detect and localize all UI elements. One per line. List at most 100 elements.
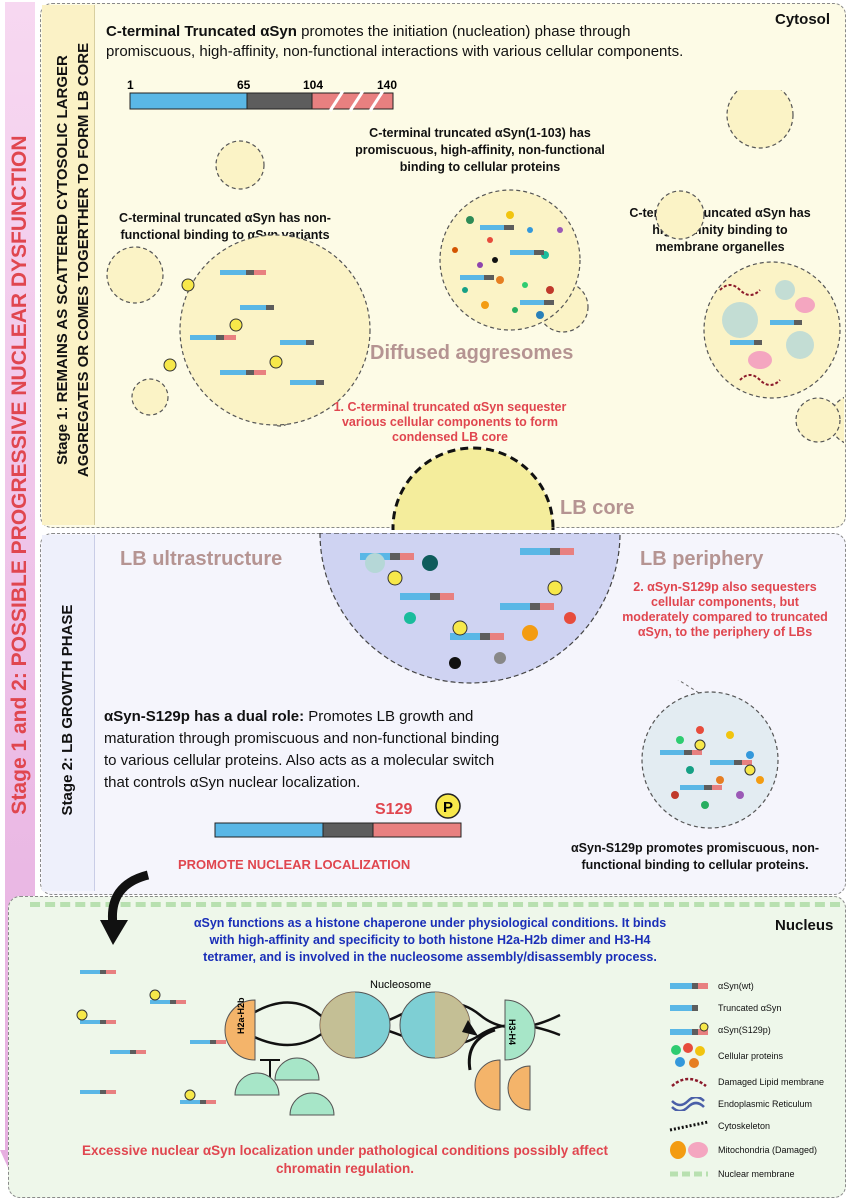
periphery-caption-l3: moderately compared to truncated	[622, 610, 828, 624]
legend-item-nuclear-membrane: Nuclear membrane	[668, 1163, 844, 1185]
lb-core-circle	[391, 446, 555, 530]
nucleus-intro-l2: with high-affinity and specificity to bo…	[209, 933, 651, 947]
s129p-bottom-caption: αSyn-S129p promotes promiscuous, non- fu…	[560, 840, 830, 874]
center-caption-l2: promiscuous, high-affinity, non-function…	[355, 143, 605, 157]
center-aggregate	[439, 189, 581, 331]
dual-role-line4: that controls αSyn nuclear localization.	[104, 774, 361, 791]
legend-item-phospho: αSyn(S129p)	[668, 1019, 844, 1041]
lb-periphery-label: LB periphery	[640, 548, 764, 570]
s129-label: S129	[375, 801, 412, 818]
domain-pos-104: 104	[303, 78, 323, 92]
sequester-caption: 1. C-terminal truncated αSyn sequester v…	[320, 400, 580, 445]
dual-role-text: αSyn-S129p has a dual role: Promotes LB …	[104, 706, 524, 794]
wildtype-asyn-icon	[670, 983, 708, 989]
s129p-molecules	[660, 739, 756, 790]
dual-role-rest: Promotes LB growth and	[304, 708, 474, 725]
right-aggregate	[703, 261, 841, 399]
cytosol-illustration	[106, 90, 844, 530]
domain-pos-140: 140	[377, 78, 397, 92]
sequester-caption-l3: condensed LB core	[392, 430, 508, 444]
stage1-intro: C-terminal Truncated αSyn promotes the i…	[106, 22, 766, 62]
periphery-caption-l4: αSyn, to the periphery of LBs	[637, 625, 813, 639]
protein-dots-icon	[671, 1043, 705, 1068]
right-caption-l3: membrane organelles	[655, 240, 785, 254]
phospho-icon	[435, 793, 461, 819]
domain-pos-65: 65	[237, 78, 251, 92]
legend-item-proteins: Cellular proteins	[668, 1041, 844, 1071]
lb-core-label: LB core	[560, 497, 635, 519]
small-aggregate-5	[131, 378, 169, 416]
small-aggregate-2	[726, 90, 794, 149]
legend-label-wildtype: αSyn(wt)	[718, 981, 754, 991]
nucleus-illustration: H2a-H2b H3-H4 Nucleosome	[76, 970, 561, 1116]
h3-h4-tetramer	[504, 999, 536, 1061]
stage1-intro-bold: C-terminal Truncated αSyn	[106, 23, 297, 40]
nucleus-bottom-caption-l1: Excessive nuclear αSyn localization unde…	[82, 1143, 608, 1158]
nucleus-bottom-caption: Excessive nuclear αSyn localization unde…	[45, 1142, 645, 1178]
legend-label-nuclear-membrane: Nuclear membrane	[718, 1169, 795, 1179]
legend-item-cytoskeleton: Cytoskeleton	[668, 1115, 844, 1137]
sequester-caption-l1: 1. C-terminal truncated αSyn sequester	[333, 400, 567, 414]
promote-label: PROMOTE NUCLEAR LOCALIZATION	[178, 857, 411, 872]
small-aggregate-1	[215, 140, 265, 190]
s129p-dots	[671, 726, 764, 809]
cytoskeleton-icon	[669, 1120, 709, 1132]
truncated-domain-bar: 1 65 104 140	[127, 78, 397, 112]
small-aggregate-3	[655, 190, 705, 240]
h3-h4-free-1	[234, 1072, 280, 1096]
h2a-h2b-dimer	[224, 999, 256, 1061]
truncated-asyn-icon	[670, 1005, 698, 1011]
left-caption-l1: C-terminal truncated αSyn has non-	[119, 211, 331, 225]
legend-label-truncated: Truncated αSyn	[718, 1003, 782, 1013]
legend-label-phospho: αSyn(S129p)	[718, 1025, 771, 1035]
legend-item-mitochondria: Mitochondria (Damaged)	[668, 1137, 844, 1163]
sequester-caption-l2: various cellular components to form	[341, 415, 558, 429]
legend-item-wildtype: αSyn(wt)	[668, 975, 844, 997]
s129p-aggregate-illustration	[641, 680, 779, 829]
nucleus-intro: αSyn functions as a histone chaperone un…	[130, 915, 730, 966]
nucleus-label: Nucleus	[775, 917, 834, 934]
s129p-bottom-caption-l1: αSyn-S129p promotes promiscuous, non-	[571, 841, 819, 855]
left-asyn-molecules	[163, 270, 324, 385]
side-label: Stage 1 and 2: POSSIBLE PROGRESSIVE NUCL…	[8, 135, 31, 815]
center-caption-l1: C-terminal truncated αSyn(1-103) has	[369, 126, 591, 140]
cytosol-label: Cytosol	[775, 11, 831, 28]
legend-item-truncated: Truncated αSyn	[668, 997, 844, 1019]
stage2-label-box	[42, 535, 95, 891]
legend-label-er: Endoplasmic Reticulum	[718, 1099, 813, 1109]
nucleosome-label: Nucleosome	[370, 979, 431, 991]
stage1-intro-rest: promotes the initiation (nucleation) pha…	[296, 23, 631, 40]
s129p-bottom-caption-l2: functional binding to cellular proteins.	[581, 858, 809, 872]
lb-ultrastructure-label: LB ultrastructure	[120, 548, 283, 570]
legend-label-lipid: Damaged Lipid membrane	[718, 1077, 825, 1087]
nucleus-intro-l3: tetramer, and is involved in the nucleos…	[203, 950, 657, 964]
h3-h4-free-3	[289, 1092, 335, 1116]
phospho-asyn-icon	[670, 1022, 709, 1035]
h2a-h2b-free-2	[507, 1065, 531, 1111]
center-truncated-asyn	[460, 225, 554, 305]
s129-domain-bar: P S129	[214, 793, 462, 838]
right-aggregate-organelles	[719, 280, 815, 386]
lipid-membrane-icon	[671, 1077, 707, 1088]
stage1-intro-line2: promiscuous, high-affinity, non-function…	[106, 43, 684, 60]
periphery-caption-l2: cellular components, but	[651, 595, 799, 609]
center-caption-l3: binding to cellular proteins	[399, 160, 561, 174]
curved-arrow-small	[467, 1028, 496, 1071]
small-aggregate-9	[795, 397, 841, 443]
nuclear-asyn-molecules	[76, 970, 226, 1104]
diffused-aggresomes-label: Diffused aggresomes	[370, 342, 574, 364]
lb-ultrastructure-illustration	[319, 533, 621, 684]
dual-role-line2: maturation through promiscuous and non-f…	[104, 730, 500, 747]
nuclear-membrane-line	[30, 902, 840, 907]
h2a-h2b-free-1	[474, 1059, 501, 1111]
legend-label-proteins: Cellular proteins	[718, 1051, 784, 1061]
center-caption: C-terminal truncated αSyn(1-103) has pro…	[330, 125, 630, 176]
curved-arrow-icon	[100, 870, 150, 945]
legend-item-er: Endoplasmic Reticulum	[668, 1093, 844, 1115]
h3-h4-free-2	[274, 1057, 320, 1081]
domain-pos-1: 1	[127, 78, 134, 92]
center-protein-dots	[452, 211, 563, 319]
nuclear-membrane-icon	[670, 1171, 708, 1177]
periphery-caption: 2. αSyn-S129p also sequesters cellular c…	[610, 580, 840, 640]
small-aggregate-4	[106, 246, 164, 304]
